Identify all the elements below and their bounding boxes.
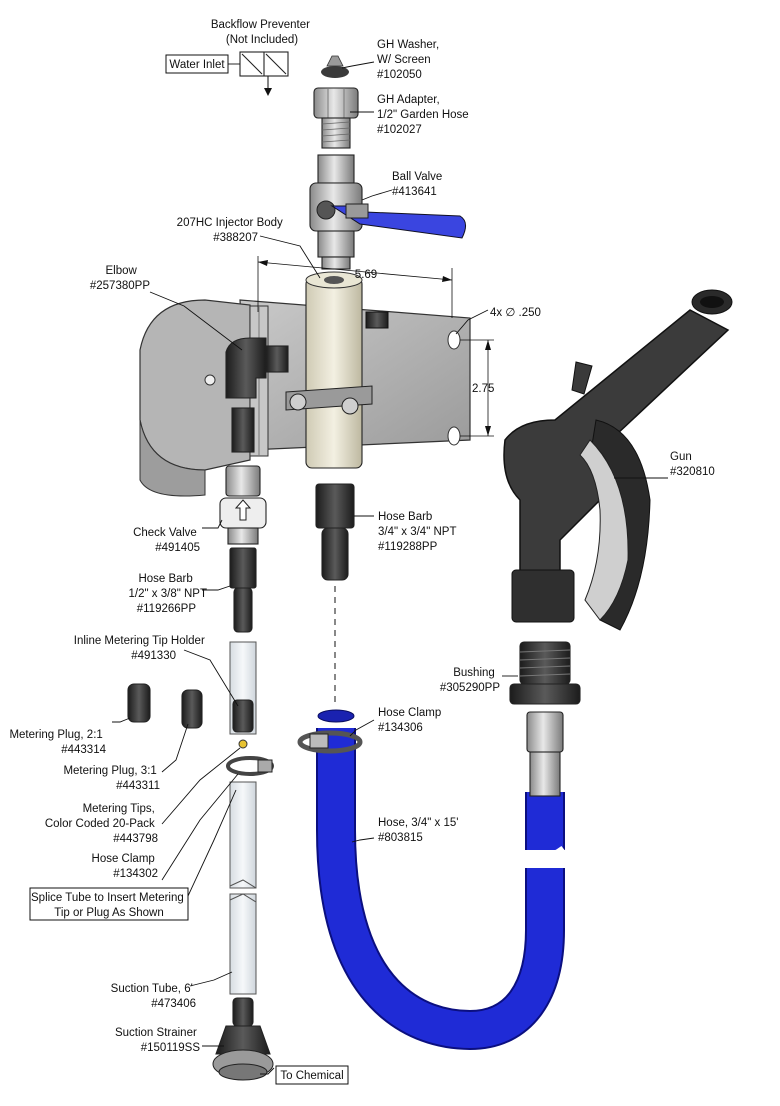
splice-note-label: Splice Tube to Insert Metering Tip or Pl… xyxy=(31,892,187,919)
metering-plug-2-1 xyxy=(127,683,151,723)
suction-tube xyxy=(229,781,257,995)
check-valve xyxy=(219,465,267,545)
ball-valve xyxy=(309,154,466,270)
dimension-width-label: 5.69 xyxy=(355,269,377,281)
dimension-width xyxy=(257,256,453,318)
hose-clamp-small xyxy=(226,756,274,776)
gun xyxy=(503,289,733,631)
gh-adapter xyxy=(313,87,359,149)
hose-label: Hose, 3/4" x 15' #803815 xyxy=(378,817,462,844)
plug-3-1-label: Metering Plug, 3:1 #443311 xyxy=(63,765,160,792)
plug-2-1-label: Metering Plug, 2:1 #443314 xyxy=(9,729,106,756)
suction-tube-label: Suction Tube, 6' #473406 xyxy=(111,983,196,1010)
gun-label: Gun #320810 xyxy=(670,451,715,478)
backflow-label: Backflow Preventer (Not Included) xyxy=(211,19,313,46)
hose-clamp-small-label: Hose Clamp #134302 xyxy=(92,853,158,880)
splice-note-box xyxy=(29,887,189,921)
hose-fitting xyxy=(526,711,564,797)
water-inlet-label: Water Inlet xyxy=(169,59,225,71)
hose-barb-small-label: Hose Barb 1/2" x 3/8" NPT #119266PP xyxy=(129,573,210,615)
tip-holder-label: Inline Metering Tip Holder #491330 xyxy=(74,635,208,662)
bushing xyxy=(509,641,581,705)
metering-plug-3-1 xyxy=(181,689,203,729)
gh-adapter-label: GH Adapter, 1/2" Garden Hose #102027 xyxy=(377,94,472,136)
backflow-preventer xyxy=(239,51,289,96)
metering-tips-label: Metering Tips, Color Coded 20-Pack #4437… xyxy=(45,803,158,845)
hose-barb-small xyxy=(229,547,257,633)
to-chemical-box xyxy=(275,1065,349,1085)
hose-clamp-large-label: Hose Clamp #134306 xyxy=(378,707,444,734)
injector-body xyxy=(285,271,389,469)
gh-washer-label: GH Washer, W/ Screen #102050 xyxy=(377,39,442,81)
hose-barb-main-label: Hose Barb 3/4" x 3/4" NPT #119288PP xyxy=(378,511,459,553)
labels: Backflow Preventer (Not Included) Water … xyxy=(9,19,715,1085)
suction-strainer-label: Suction Strainer #150119SS xyxy=(115,1027,200,1054)
check-valve-label: Check Valve #491405 xyxy=(133,527,200,554)
injector-body-label: 207HC Injector Body #388207 xyxy=(177,217,286,244)
suction-strainer xyxy=(212,997,274,1081)
tip-holder-tube xyxy=(229,641,257,749)
hose-barb-main xyxy=(315,483,355,706)
ball-valve-label: Ball Valve #413641 xyxy=(392,171,446,198)
elbow-label: Elbow #257380PP xyxy=(90,265,150,292)
bushing-label: Bushing #305290PP xyxy=(440,667,500,694)
elbow xyxy=(225,337,289,453)
dimension-holes-label: 4x ∅ .250 xyxy=(490,307,541,319)
leader-lines xyxy=(112,61,668,1075)
gh-washer xyxy=(321,55,349,78)
hose xyxy=(316,709,565,1051)
dimension-height xyxy=(460,339,494,437)
to-chemical-label: To Chemical xyxy=(280,1070,343,1082)
dimension-height-label: 2.75 xyxy=(472,383,494,395)
hose-clamp-large xyxy=(297,730,363,754)
water-inlet-box xyxy=(165,54,229,74)
